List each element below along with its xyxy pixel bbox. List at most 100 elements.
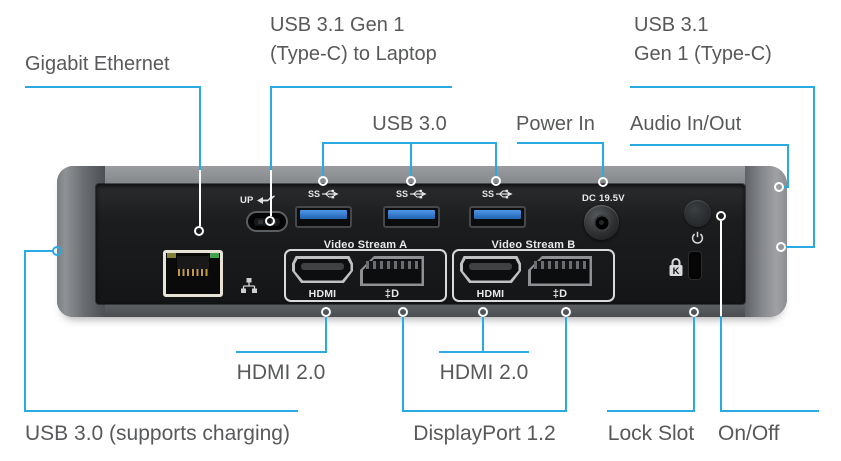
callout-line (720, 221, 722, 316)
lock-slot-opening (688, 251, 702, 280)
video-stream-b-group (452, 249, 615, 302)
callout-dot (321, 307, 331, 317)
callout-line (693, 317, 695, 412)
kensington-lock-icon: K (669, 258, 683, 277)
dc-jack-hole (593, 214, 610, 231)
superspeed-icon: SS (308, 189, 339, 199)
power-button (684, 200, 711, 227)
callout-line (325, 317, 327, 353)
callout-line (322, 142, 497, 144)
kensington-letter: K (673, 266, 680, 277)
label-gigabit-ethernet: Gigabit Ethernet (25, 53, 170, 75)
hdmi-port (460, 256, 521, 283)
displayport-port (360, 256, 424, 286)
label-usb30-charging: USB 3.0 (supports charging) (25, 422, 290, 445)
callout-dot (478, 307, 488, 317)
upstream-arrow-icon (256, 195, 275, 204)
callout-line (630, 86, 815, 88)
callout-dot (398, 307, 408, 317)
callout-line (607, 410, 695, 412)
callout-dot (194, 226, 204, 236)
label-line: (Type-C) to Laptop (270, 43, 437, 65)
ethernet-pins (178, 269, 208, 276)
callout-line (270, 170, 272, 216)
superspeed-icon: SS (396, 189, 427, 199)
label-line: USB 3.1 (634, 14, 709, 36)
label-usb30: USB 3.0 (372, 113, 447, 135)
label-usb31-typec: USB 3.1 Gen 1 (Type-C) (634, 11, 772, 69)
label-hdmi-b: HDMI 2.0 (439, 361, 529, 384)
callout-dot (406, 176, 416, 186)
callout-line (236, 351, 326, 353)
callout-dot (689, 307, 699, 317)
callout-dot (52, 246, 62, 256)
callout-line (402, 317, 404, 412)
callout-line (786, 246, 814, 248)
dp-logo: ‡D (384, 288, 400, 300)
label-line: Gen 1 (Type-C) (634, 43, 772, 65)
label-audio: Audio In/Out (630, 113, 742, 135)
usb-a-port (469, 206, 526, 228)
callout-line (402, 410, 567, 412)
dp-logo: ‡D (552, 288, 568, 300)
label-usb31-to-laptop: USB 3.1 Gen 1 (Type-C) to Laptop (270, 11, 437, 69)
usb-a-port (295, 206, 352, 228)
callout-line (482, 317, 484, 353)
callout-dot (265, 216, 275, 226)
label-lock-slot: Lock Slot (607, 422, 695, 445)
callout-line (270, 86, 452, 88)
callout-dot (716, 211, 726, 221)
callout-line (787, 144, 789, 188)
displayport-port (528, 256, 592, 286)
label-on-off: On/Off (718, 422, 780, 445)
video-stream-a-group (284, 249, 447, 302)
label-displayport: DisplayPort 1.2 (413, 422, 556, 445)
callout-dot (491, 176, 501, 186)
label-hdmi-a: HDMI 2.0 (236, 361, 326, 384)
video-stream-b-label: Video Stream B (491, 239, 576, 251)
ethernet-tab (176, 255, 210, 270)
upstream-label-text: UP (240, 195, 254, 206)
callout-line (25, 86, 201, 88)
superspeed-text: SS (396, 189, 409, 199)
callout-line (517, 142, 604, 144)
callout-line (439, 351, 529, 353)
callout-line (720, 316, 722, 412)
callout-line (602, 142, 604, 177)
label-power-in: Power In (516, 113, 595, 135)
superspeed-icon: SS (482, 189, 513, 199)
callout-line (720, 410, 819, 412)
callout-line (565, 317, 567, 412)
callout-line (495, 142, 497, 176)
usb-a-port (383, 206, 440, 228)
callout-line (270, 86, 272, 170)
callout-dot (776, 242, 786, 252)
network-icon (241, 278, 257, 293)
dc-jack (584, 205, 619, 240)
ethernet-led-green (210, 253, 219, 258)
callout-line (410, 142, 412, 176)
superspeed-text: SS (482, 189, 495, 199)
ethernet-led-amber (167, 253, 176, 258)
hdmi-port-label: HDMI (308, 288, 337, 300)
callout-line (784, 186, 788, 188)
ethernet-port (163, 250, 223, 297)
upstream-port-label: UP (240, 195, 279, 206)
callout-line (630, 144, 789, 146)
callout-dot (598, 177, 608, 187)
hdmi-port-label: HDMI (476, 288, 505, 300)
power-icon (691, 231, 704, 244)
callout-line (813, 86, 815, 248)
callout-dot (561, 307, 571, 317)
callout-line (24, 410, 298, 412)
callout-line (199, 170, 201, 226)
hdmi-port (292, 256, 353, 283)
callout-dot (318, 176, 328, 186)
video-stream-a-label: Video Stream A (323, 239, 408, 251)
label-line: USB 3.1 Gen 1 (270, 14, 405, 36)
dc-power-label: DC 19.5V (582, 193, 625, 204)
superspeed-text: SS (308, 189, 321, 199)
callout-dot (774, 182, 784, 192)
callout-line (24, 250, 26, 412)
